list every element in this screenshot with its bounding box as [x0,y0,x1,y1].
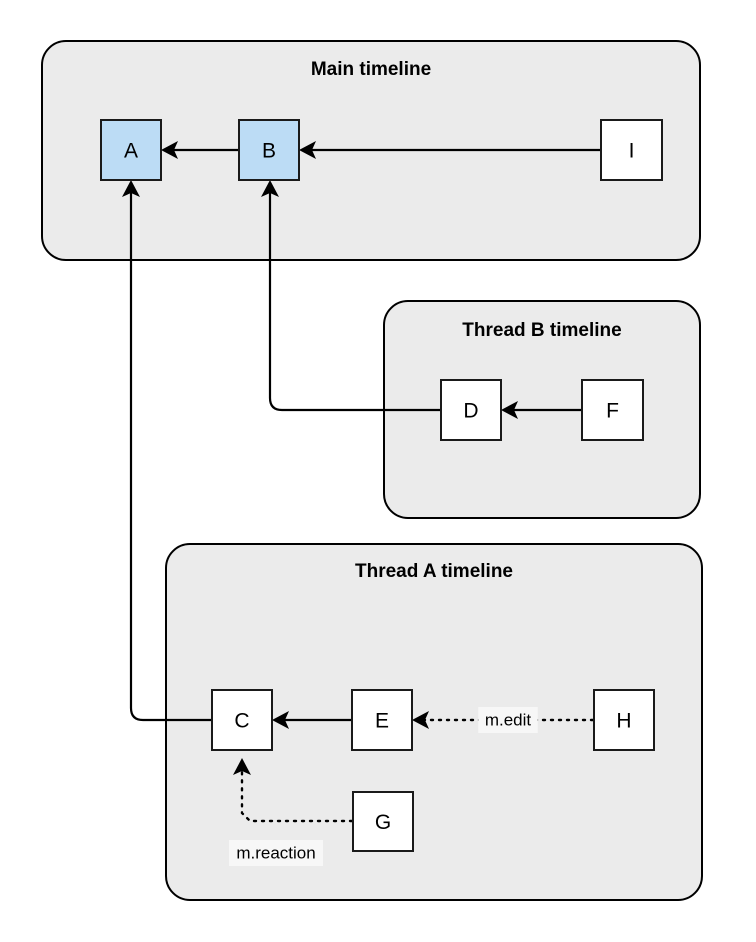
edge-F-D [501,401,581,419]
node-box-H[interactable] [593,689,655,751]
node-label-A: A [124,140,138,163]
node-G[interactable]: G [352,791,414,852]
node-label-G: G [375,811,391,834]
node-box-A[interactable] [100,119,162,181]
edge-line-C-A [129,188,211,722]
edge-C-A [122,180,211,722]
node-F[interactable]: F [581,379,644,441]
arrowhead-I-B [299,141,316,159]
edge-labels: m.edit m.reaction [229,707,538,866]
edge-label-G-C: m.reaction [236,844,315,863]
arrowhead-G-C [233,758,251,775]
group-title-main: Main timeline [311,59,431,80]
group-title-threadB: Thread B timeline [462,320,621,341]
node-B[interactable]: B [238,119,300,181]
event-nodes: A B I D F C E H G [100,119,663,852]
node-H[interactable]: H [593,689,655,751]
node-I[interactable]: I [600,119,663,181]
node-box-E[interactable] [351,689,413,751]
edge-label-bg-H-E [478,707,538,733]
node-box-I[interactable] [600,119,663,181]
edge-label-bg-G-C [229,840,323,866]
node-label-B: B [262,140,276,163]
group-title-threadA: Thread A timeline [355,561,513,582]
node-label-D: D [463,400,478,423]
node-C[interactable]: C [211,689,273,751]
node-label-F: F [606,400,619,423]
arrowhead-D-B [261,180,279,197]
edge-G-C [233,758,354,823]
node-D[interactable]: D [440,379,502,441]
node-box-C[interactable] [211,689,273,751]
edges [122,141,600,823]
arrowhead-B-A [161,141,178,159]
edge-H-E [412,711,595,729]
node-box-G[interactable] [352,791,414,852]
arrowhead-F-D [501,401,518,419]
arrowhead-E-C [272,711,289,729]
edge-D-B [261,180,440,412]
node-label-C: C [234,710,249,733]
node-E[interactable]: E [351,689,413,751]
node-A[interactable]: A [100,119,162,181]
edge-label-H-E: m.edit [485,711,532,730]
edge-B-A [161,141,238,159]
node-box-D[interactable] [440,379,502,441]
edge-line-G-C [240,765,354,823]
node-box-B[interactable] [238,119,300,181]
arrowhead-H-E [412,711,429,729]
node-box-F[interactable] [581,379,644,441]
edge-line-D-B [268,188,440,412]
node-label-H: H [616,710,631,733]
group-box-threadA [165,543,703,901]
edge-E-C [272,711,351,729]
node-label-E: E [375,710,389,733]
arrowhead-C-A [122,180,140,197]
group-threadA: Thread A timeline [165,543,703,901]
edge-I-B [299,141,600,159]
node-label-I: I [629,140,635,163]
